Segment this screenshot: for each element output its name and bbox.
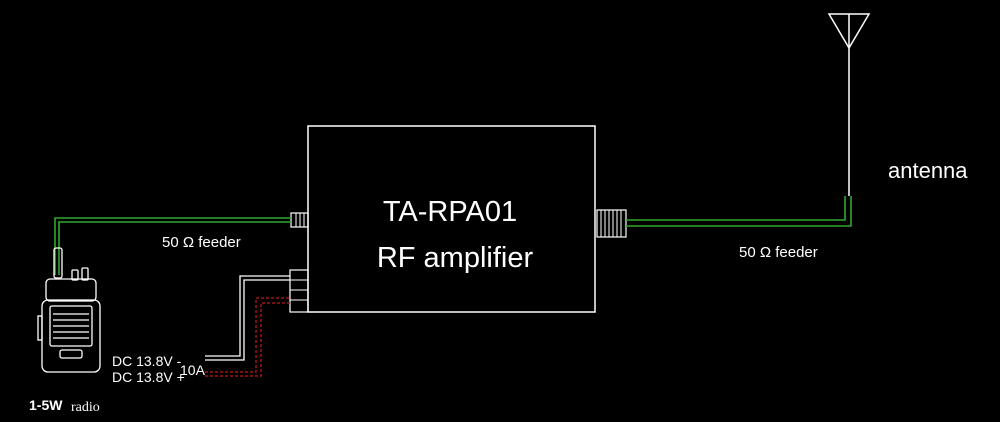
rf-input-connector: [290, 212, 309, 228]
input-feeder-label: 50 Ω feeder: [162, 234, 241, 251]
antenna-label: antenna: [888, 158, 968, 183]
radio-device-label: radio: [71, 400, 100, 415]
handheld-radio-icon: [37, 247, 101, 373]
output-feeder-cable: [626, 196, 852, 227]
dc-negative-wire: [205, 275, 290, 361]
antenna-icon: [827, 13, 871, 196]
output-feeder-label: 50 Ω feeder: [739, 244, 818, 261]
amplifier-block: TA-RPA01 RF amplifier: [307, 125, 596, 313]
dc-positive-label: DC 13.8V +: [112, 369, 185, 385]
radio-power-label: 1-5W: [29, 397, 63, 413]
dc-current-label: 10A: [180, 362, 206, 378]
power-connector: [289, 269, 309, 313]
amplifier-model-label: TA-RPA01: [383, 196, 517, 228]
amplifier-name-label: RF amplifier: [377, 242, 534, 274]
input-feeder-cable: [54, 217, 291, 275]
dc-negative-label: DC 13.8V -: [112, 353, 182, 369]
dc-positive-wire: [205, 297, 290, 377]
rf-output-connector: [596, 209, 627, 238]
